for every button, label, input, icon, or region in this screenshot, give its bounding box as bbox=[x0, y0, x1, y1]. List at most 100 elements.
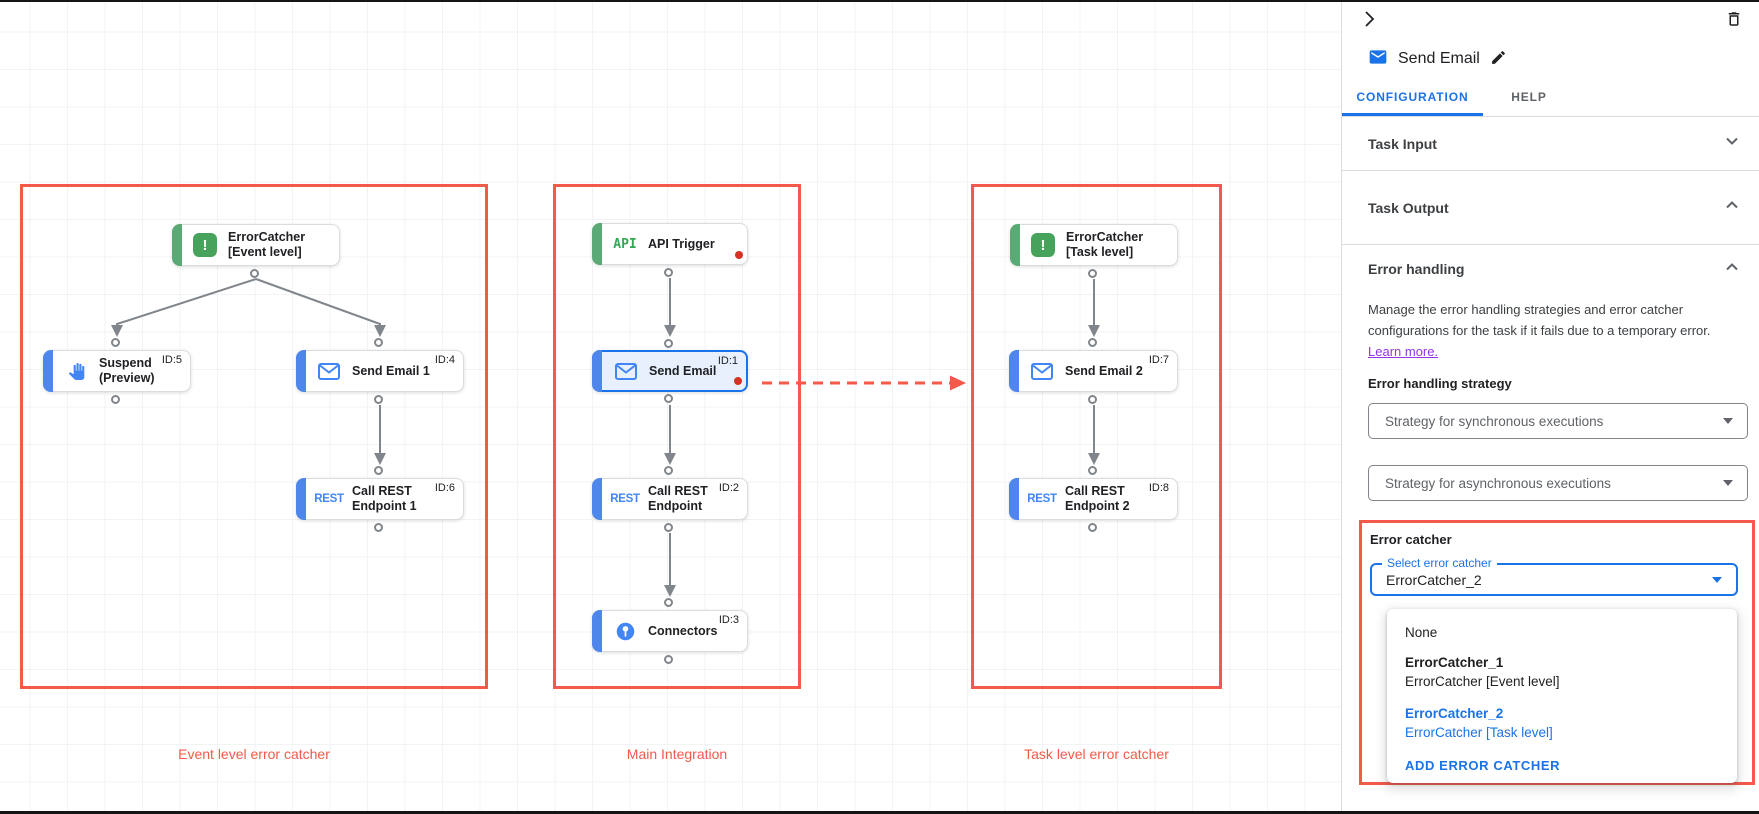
group-box-task-level bbox=[971, 184, 1222, 689]
task-title: Send Email bbox=[1398, 50, 1480, 67]
node-api-trigger[interactable]: API API Trigger bbox=[592, 223, 748, 277]
chevron-up-icon bbox=[1723, 258, 1741, 281]
node-accent-bar bbox=[592, 350, 602, 392]
panel-tabs: CONFIGURATION HELP bbox=[1342, 80, 1759, 117]
menu-option-none[interactable]: None bbox=[1405, 625, 1438, 640]
node-label: Send Email bbox=[649, 363, 717, 378]
output-port bbox=[374, 523, 383, 532]
input-port bbox=[1087, 338, 1097, 347]
section-task-output[interactable]: Task Output bbox=[1342, 171, 1759, 245]
node-send-email-selected[interactable]: Send Email ID:1 bbox=[592, 339, 748, 403]
delete-task-button[interactable] bbox=[1725, 10, 1743, 31]
error-catcher-select[interactable]: Select error catcher ErrorCatcher_2 bbox=[1370, 556, 1738, 596]
chevron-down-icon bbox=[1723, 132, 1741, 155]
window-bottom-border bbox=[0, 811, 1759, 814]
node-id-badge: ID:7 bbox=[1148, 354, 1169, 366]
node-accent-bar bbox=[592, 478, 602, 520]
node-accent-bar bbox=[296, 478, 306, 520]
error-handling-description: Manage the error handling strategies and… bbox=[1368, 302, 1711, 338]
add-error-catcher-button[interactable]: ADD ERROR CATCHER bbox=[1387, 758, 1560, 773]
dropdown-caret-icon bbox=[1712, 576, 1722, 583]
section-title: Error handling bbox=[1368, 261, 1465, 277]
output-port bbox=[250, 269, 259, 278]
chevron-right-icon bbox=[1360, 10, 1378, 31]
output-port bbox=[664, 655, 673, 664]
section-task-input[interactable]: Task Input bbox=[1342, 117, 1759, 171]
edit-title-button[interactable] bbox=[1490, 49, 1507, 69]
strategy-label: Error handling strategy bbox=[1368, 376, 1512, 391]
input-port bbox=[664, 339, 673, 348]
group-label-main-integration: Main Integration bbox=[626, 746, 728, 762]
output-port bbox=[111, 395, 120, 404]
input-port bbox=[374, 338, 383, 347]
api-icon: API bbox=[613, 236, 637, 252]
group-box-event-level bbox=[20, 184, 488, 689]
output-port bbox=[1088, 269, 1097, 278]
node-id-badge: ID:3 bbox=[718, 614, 739, 626]
error-catcher-menu: None ErrorCatcher_1 ErrorCatcher [Event … bbox=[1387, 609, 1737, 783]
node-accent-bar bbox=[592, 223, 602, 265]
input-port bbox=[111, 338, 120, 347]
async-strategy-dropdown[interactable]: Strategy for asynchronous executions bbox=[1368, 465, 1748, 501]
collapse-panel-button[interactable] bbox=[1360, 10, 1378, 31]
tab-help[interactable]: HELP bbox=[1511, 90, 1547, 104]
group-label-event-level: Event level error catcher bbox=[178, 746, 330, 762]
connectors-icon bbox=[611, 621, 639, 642]
menu-option-errorcatcher-1[interactable]: ErrorCatcher_1 ErrorCatcher [Event level… bbox=[1405, 655, 1560, 689]
node-accent-bar bbox=[592, 610, 602, 652]
envelope-icon bbox=[315, 362, 343, 380]
learn-more-link[interactable]: Learn more. bbox=[1368, 344, 1439, 359]
node-id-badge: ID:1 bbox=[717, 355, 738, 367]
node-label: Suspend(Preview) bbox=[99, 356, 155, 385]
node-id-badge: ID:5 bbox=[161, 354, 182, 366]
error-catcher-callout: Error catcher Select error catcher Error… bbox=[1359, 520, 1755, 785]
node-accent-bar bbox=[172, 224, 182, 266]
output-port bbox=[664, 523, 673, 532]
node-label: Send Email 1 bbox=[352, 363, 430, 378]
node-send-email-1[interactable]: Send Email 1 ID:4 bbox=[296, 338, 464, 404]
envelope-icon bbox=[1368, 47, 1388, 72]
node-id-badge: ID:2 bbox=[718, 482, 739, 494]
node-accent-bar bbox=[1009, 478, 1019, 520]
sync-strategy-dropdown[interactable]: Strategy for synchronous executions bbox=[1368, 403, 1748, 439]
node-accent-bar bbox=[43, 350, 53, 392]
section-title: Task Input bbox=[1368, 135, 1437, 152]
error-catcher-label: Error catcher bbox=[1370, 532, 1452, 547]
node-accent-bar bbox=[296, 350, 306, 392]
node-label: ErrorCatcher[Event level] bbox=[228, 230, 306, 259]
group-box-main-integration bbox=[553, 184, 801, 689]
menu-option-errorcatcher-2[interactable]: ErrorCatcher_2 ErrorCatcher [Task level] bbox=[1405, 706, 1553, 740]
tab-configuration[interactable]: CONFIGURATION bbox=[1342, 80, 1483, 116]
node-id-badge: ID:6 bbox=[434, 482, 455, 494]
group-label-task-level: Task level error catcher bbox=[1024, 746, 1169, 762]
node-error-catcher-event-level[interactable]: ! ErrorCatcher[Event level] bbox=[172, 224, 340, 278]
output-port bbox=[664, 394, 673, 403]
hand-icon bbox=[62, 362, 90, 380]
section-error-handling[interactable]: Error handling bbox=[1342, 245, 1759, 293]
dropdown-caret-icon bbox=[1723, 418, 1733, 424]
section-title: Task Output bbox=[1368, 199, 1449, 216]
window-top-border bbox=[0, 0, 1759, 2]
error-indicator-dot bbox=[734, 377, 742, 385]
node-send-email-2[interactable]: Send Email 2 ID:7 bbox=[1009, 338, 1178, 404]
envelope-icon bbox=[1028, 362, 1056, 380]
trash-icon bbox=[1725, 10, 1743, 31]
node-error-catcher-task-level[interactable]: ! ErrorCatcher[Task level] bbox=[1010, 224, 1178, 278]
input-port bbox=[664, 466, 673, 475]
output-port bbox=[374, 395, 383, 404]
node-connectors[interactable]: Connectors ID:3 bbox=[592, 598, 748, 664]
node-label: ErrorCatcher[Task level] bbox=[1066, 230, 1144, 259]
node-accent-bar bbox=[1009, 350, 1019, 392]
error-catcher-icon: ! bbox=[191, 233, 219, 257]
config-panel: Send Email CONFIGURATION HELP Task Input… bbox=[1341, 0, 1759, 814]
node-suspend[interactable]: Suspend(Preview) ID:5 bbox=[43, 338, 191, 404]
integration-canvas[interactable]: Event level error catcher Main Integrati… bbox=[0, 0, 1341, 814]
node-id-badge: ID:4 bbox=[434, 354, 455, 366]
chevron-up-icon bbox=[1723, 196, 1741, 219]
